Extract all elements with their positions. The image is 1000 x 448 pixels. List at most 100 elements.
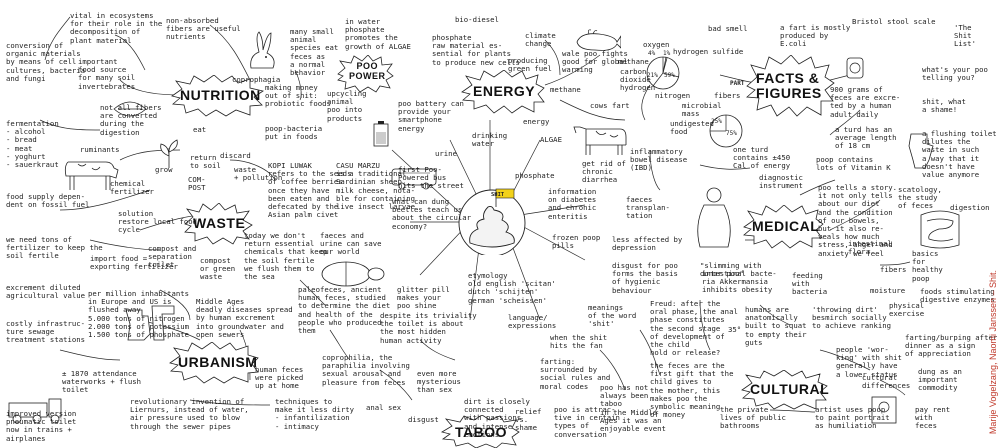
note-what-poo: what's your poo telling you?: [922, 65, 988, 83]
note-bad-smell: bad smell: [708, 24, 748, 33]
note-freud: Freud: after the oral phase, the anal ph…: [650, 299, 738, 358]
note-drinking-water: drinking water: [472, 131, 508, 149]
toilet-urbanism-icon: [125, 305, 175, 341]
note-part: PART: [730, 80, 745, 87]
note-pay-rent: pay rent with feces: [915, 405, 951, 431]
note-despite: despite its triviality the toilet is abo…: [380, 311, 477, 345]
note-nonabsorbed: non-absorbed fibers are useful nutrients: [166, 16, 241, 42]
cultural-star: [741, 370, 828, 410]
note-phosphate-raw: phosphate raw material es- sential for p…: [432, 33, 520, 67]
note-artist-uses: artist uses poop to paint portrait as hu…: [815, 405, 890, 431]
note-making-money: making money out of shit: probiotic food…: [265, 83, 331, 109]
note-hydrogen-sulfide: hydrogen sulfide: [673, 47, 744, 56]
note-vitamin-k: poop contains lots of Vitamin K: [816, 155, 891, 173]
note-compost-green: compost or green waste: [200, 256, 236, 282]
note-many-small: many small animal species eat feces as a…: [290, 27, 339, 78]
note-undigested: undigested food: [670, 119, 714, 137]
note-intestinal-flora: intestinal flora: [848, 239, 892, 257]
cultural-heading: CULTURAL: [750, 381, 830, 397]
note-private-lives: the private lives of public bathrooms: [720, 405, 786, 431]
note-compost: COM- POST: [188, 175, 206, 193]
note-relief: relief vs. shame: [515, 407, 542, 433]
nutrition-star: [171, 75, 264, 117]
note-dirt: dirt is closely connected with passions …: [464, 397, 530, 439]
note-casu: CASU MARZU is a traditional Sardinian sh…: [336, 161, 416, 212]
plant-icon: [160, 139, 178, 168]
note-shit-shame: shit, what a shame!: [922, 97, 966, 115]
note-excrement: excrement diluted agricultural value: [6, 283, 86, 301]
note-waterworks: ± 1870 attendance waterworks + flush toi…: [62, 369, 142, 395]
waste-star: [184, 203, 253, 245]
note-cows-fart: cows fart: [590, 101, 630, 110]
note-per-million: per million inhabitants in Europe and US…: [88, 289, 190, 340]
note-meanings: meanings of the word 'shit': [588, 303, 637, 329]
note-anal-sex: anal sex: [366, 403, 402, 412]
note-discard: discard: [220, 151, 251, 160]
note-bio-diesel: bio-diesel: [455, 15, 499, 24]
note-cultural-diff: cultural differences: [862, 373, 911, 391]
note-turd-length: a turd has an average length of 18 cm: [835, 125, 897, 151]
whale-icon: [576, 29, 621, 51]
note-disgust-basis: disgust for poo forms the basis of hygie…: [612, 261, 678, 295]
nutrition-heading: NUTRITION: [180, 87, 261, 103]
train-icon: [8, 398, 62, 424]
urbanism-star: [169, 342, 259, 384]
note-improved: improved version pneumatic toilet now in…: [6, 409, 77, 443]
note-in-water: in water phosphate promotes the growth o…: [345, 17, 411, 51]
rabbit-icon: [250, 31, 275, 69]
note-oxygen: oxygen: [643, 40, 670, 49]
cow-right-icon: [573, 126, 627, 155]
toilet-facts-icon: [908, 133, 934, 169]
note-picked-up: human feces were picked up at home: [255, 365, 304, 391]
note-ruminants: ruminants: [80, 145, 120, 154]
note-costly: costly infrastruc- ture sewage treatment…: [6, 319, 86, 345]
note-shit-list: 'The Shit List': [954, 23, 976, 49]
bristol-scale-icon: [846, 57, 864, 79]
note-basics: basics for healthy poop: [912, 249, 943, 283]
note-urine: urine: [435, 149, 457, 158]
note-chemical: chemical fertilizer: [110, 179, 154, 197]
battery-icon: [373, 121, 389, 147]
note-frozen: frozen poop pills: [552, 233, 601, 251]
note-fermentation: fermentation - alcohol - bread - meat - …: [6, 119, 59, 170]
pie-pct-25: 25%: [711, 118, 722, 125]
note-language: language/ expressions: [508, 313, 557, 331]
note-diagnostic: diagnostic instrument: [759, 173, 803, 191]
note-import-food: import food = exporting fertilizer: [90, 254, 178, 272]
note-akkermansia: intestinal bacte- ria Akkermansia inhibi…: [702, 269, 777, 295]
note-moisture: moisture: [870, 286, 906, 295]
note-angle: 35°: [728, 325, 742, 334]
note-coprophagia: coprophagia: [232, 75, 281, 84]
note-phosphate-small: phosphate: [515, 171, 555, 180]
medical-star: [743, 205, 824, 249]
note-tons-fertilizer: we need tons of fertilizer to keep the s…: [6, 235, 103, 261]
center-label: SHIT: [491, 192, 505, 198]
note-poo-not-taboo: poo has not always been taboo in the Mid…: [600, 383, 666, 434]
note-dung-commodity: dung as an important commodity: [918, 367, 962, 393]
note-nitrogen: nitrogen: [655, 91, 691, 100]
note-microbial: microbial mass: [682, 101, 722, 119]
note-solution: solution restore local food cycle: [118, 209, 198, 235]
note-scatology: scatology, the study of feces: [898, 185, 942, 211]
taboo-star: [440, 415, 520, 448]
note-fibers-med: fibers: [880, 265, 907, 274]
poo-power-heading: POO POWER: [349, 61, 386, 81]
medical-heading: MEDICAL: [752, 218, 820, 234]
note-fart-mostly: a fart is mostly produced by E.coli: [780, 23, 851, 49]
note-humans-ranking: humans are anatomically built to squat t…: [745, 305, 807, 347]
note-physical: physical exercise: [889, 301, 925, 319]
note-eat: eat: [193, 125, 207, 134]
note-techniques: techniques to make it less dirty - infan…: [275, 397, 355, 431]
note-feces-gift: the feces are the first gift that the ch…: [650, 361, 734, 420]
pie-pct-59: 59%: [664, 72, 675, 79]
note-fibers: fibers: [714, 91, 741, 100]
energy-heading: ENERGY: [473, 83, 536, 99]
bus-icon: [391, 168, 437, 190]
facts-heading: FACTS & FIGURES: [756, 70, 822, 101]
note-less-affected: less affected by depression: [612, 235, 683, 253]
stool-composition-pie: [709, 114, 743, 148]
note-throwing-dirt: 'throwing dirt' besmirch socially to ach…: [812, 305, 892, 331]
note-one-turd: one turd contains ±450 Cal of energy: [733, 145, 791, 171]
